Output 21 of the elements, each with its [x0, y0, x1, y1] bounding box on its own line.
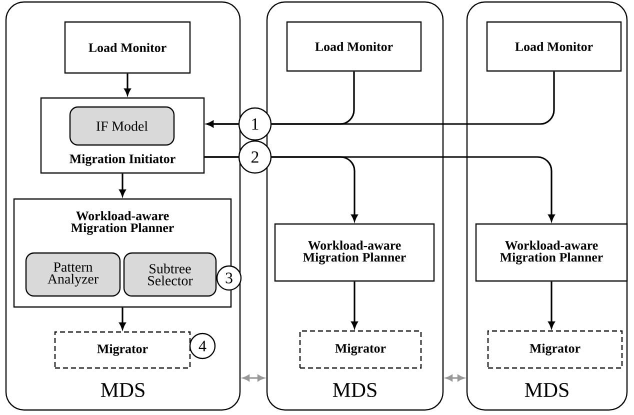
dashed-box: Migrator	[299, 330, 422, 369]
arrow	[124, 74, 131, 96]
arrow	[119, 174, 126, 196]
component-box: Workload-aware Migration Planner	[475, 223, 628, 282]
module-box: IF Model	[69, 106, 175, 146]
edge-label: 2	[238, 140, 272, 174]
component-box: Workload-aware Migration Planner	[274, 223, 435, 282]
double-arrow	[446, 374, 464, 382]
arrow	[206, 72, 555, 128]
edge-label: 1	[238, 107, 272, 141]
module-box: Subtree Selector	[123, 252, 217, 297]
dashed-box: Migrator	[487, 330, 623, 369]
arrow	[351, 282, 358, 328]
arrow	[548, 282, 555, 328]
arrow	[119, 308, 126, 330]
module-box: Pattern Analyzer	[25, 252, 121, 297]
arrow	[204, 156, 555, 222]
component-box: Load Monitor	[64, 21, 191, 74]
component-box: Load Monitor	[486, 21, 622, 72]
component-box: Load Monitor	[286, 21, 422, 72]
double-arrow	[242, 374, 264, 382]
